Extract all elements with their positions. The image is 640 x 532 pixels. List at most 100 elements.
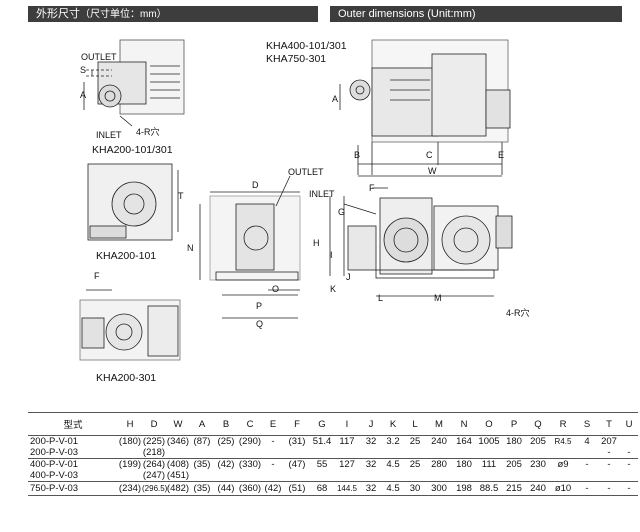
table-cell — [550, 447, 576, 459]
table-cell: 4.5 — [386, 459, 400, 470]
table-cell: (247) — [142, 470, 166, 482]
col-header: I — [334, 412, 360, 436]
col-header: U — [620, 412, 638, 436]
col-header: M — [426, 412, 452, 436]
table-cell — [404, 470, 426, 482]
col-header: H — [118, 412, 142, 436]
label-d-3: D — [252, 180, 259, 190]
table-cell: 32 — [365, 459, 377, 470]
table-cell — [166, 447, 190, 459]
table-cell — [238, 470, 262, 482]
table-cell — [190, 470, 214, 482]
model-cell: 200-P-V-01 — [28, 435, 118, 447]
label-a-1: A — [80, 90, 87, 100]
table-cell: 3.2 — [382, 435, 404, 447]
table-cell: 240 — [426, 435, 452, 447]
table-cell — [310, 470, 334, 482]
label-model-kha750: KHA750-301 — [266, 53, 327, 65]
table-cell — [598, 470, 620, 482]
table-cell: (290) — [238, 435, 262, 447]
table-cell — [360, 470, 382, 482]
table-cell: (44) — [214, 481, 238, 496]
table-cell: ø10 — [550, 481, 576, 496]
label-i-4: I — [330, 250, 333, 260]
col-header: W — [166, 412, 190, 436]
table-cell: - — [271, 459, 275, 470]
table-cell: 32 — [360, 435, 382, 447]
table-cell — [476, 470, 502, 482]
dimensions-header-cn: 外形尺寸（尺寸单位：mm） — [28, 6, 318, 22]
label-model-kha200-101-301: KHA200-101/301 — [92, 144, 173, 156]
technical-drawing — [79, 39, 513, 361]
table-cell: (47) — [288, 459, 306, 470]
table-cell — [452, 447, 476, 459]
table-cell: (451) — [166, 470, 190, 482]
col-header: J — [360, 412, 382, 436]
table-cell — [214, 447, 238, 459]
table-row: 200-P-V-01 (180) (225) (346) (87) (25) (… — [28, 435, 638, 447]
table-cell: (482) — [166, 481, 190, 496]
table-cell: (408) — [166, 459, 190, 470]
col-header: P — [502, 412, 526, 436]
drawing-kha200-side — [87, 163, 179, 241]
model-cell: 400-P-V-01 — [30, 459, 79, 470]
col-header: Q — [526, 412, 550, 436]
label-n-3: N — [187, 243, 194, 253]
label-inlet-4: INLET — [309, 189, 335, 199]
label-w-2: W — [428, 166, 437, 176]
col-header: G — [310, 412, 334, 436]
label-h-4: H — [313, 238, 320, 248]
table-cell: (42) — [217, 459, 235, 470]
table-cell: 55 — [316, 459, 328, 470]
table-cell: 144.5 — [334, 481, 360, 496]
dimensions-header-en: Outer dimensions (Unit:mm) — [330, 6, 622, 22]
table-row: 400-P-V-01 (199) (264) (408) (35) (42) (… — [28, 459, 638, 471]
table-cell — [118, 470, 142, 482]
table-cell: (31) — [284, 435, 310, 447]
table-cell — [526, 447, 550, 459]
col-header: D — [142, 412, 166, 436]
table-cell: - — [620, 447, 638, 459]
table-cell: (330) — [238, 459, 262, 470]
label-m-4: M — [434, 293, 442, 303]
table-cell: (296.5) — [142, 481, 167, 496]
col-header: F — [284, 412, 310, 436]
table-cell: (199) — [118, 459, 142, 470]
table-cell — [382, 447, 404, 459]
table-cell: (42) — [262, 481, 284, 496]
table-cell — [360, 447, 382, 459]
col-header: K — [382, 412, 404, 436]
table-cell: - — [620, 481, 638, 496]
table-cell: 240 — [526, 481, 550, 496]
table-cell — [620, 470, 638, 482]
table-cell — [576, 447, 598, 459]
table-cell: (218) — [142, 447, 166, 459]
table-cell: 207 — [598, 435, 620, 447]
table-cell: (360) — [238, 481, 262, 496]
table-cell — [382, 470, 404, 482]
table-cell: 111 — [481, 459, 497, 470]
label-outlet-1: OUTLET — [81, 52, 117, 62]
col-header: B — [214, 412, 238, 436]
table-cell: - — [627, 459, 631, 470]
table-cell — [620, 435, 638, 447]
table-cell: (25) — [214, 435, 238, 447]
label-inlet-1: INLET — [96, 130, 122, 140]
table-cell: 164 — [452, 435, 476, 447]
model-cell: 400-P-V-03 — [28, 470, 118, 482]
col-header: E — [262, 412, 284, 436]
table-cell: 127 — [339, 459, 355, 470]
table-row: 200-P-V-03 (218) - - — [28, 447, 638, 459]
table-cell: (35) — [190, 481, 214, 496]
col-header: C — [238, 412, 262, 436]
col-header: N — [452, 412, 476, 436]
label-model-kha200-101: KHA200-101 — [96, 250, 157, 262]
label-f-4: F — [369, 183, 375, 193]
table-cell — [310, 447, 334, 459]
table-cell — [284, 470, 310, 482]
label-4r-hole-4: 4-R穴 — [506, 308, 530, 318]
table-cell: (225) — [142, 435, 166, 447]
table-cell: (51) — [284, 481, 310, 496]
table-cell — [214, 470, 238, 482]
table-cell: 300 — [426, 481, 452, 496]
